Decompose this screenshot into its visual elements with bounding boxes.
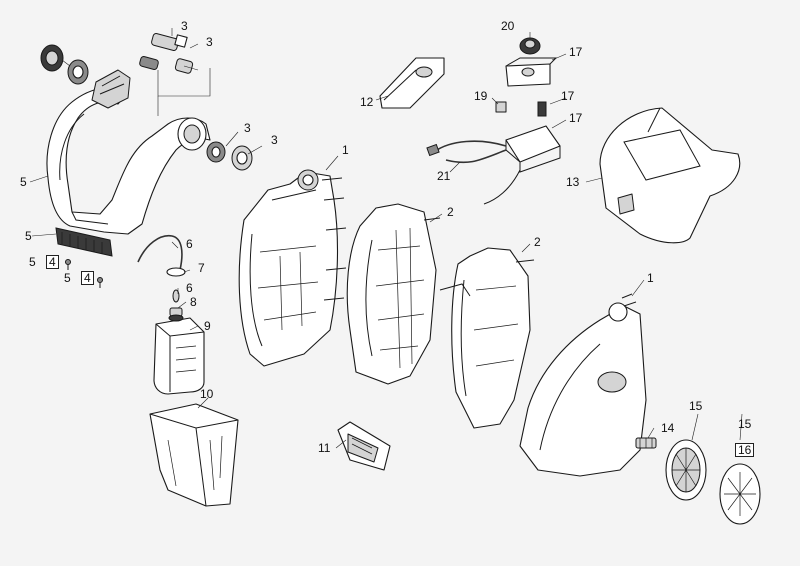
- leader-lines: [29, 28, 743, 449]
- callout-10: 10: [200, 387, 214, 401]
- callout-19: 19: [474, 89, 488, 103]
- suction-hose: [137, 235, 183, 271]
- callout-17: 17: [569, 45, 583, 59]
- callout-4-boxed: 4: [46, 255, 59, 269]
- callout-1: 1: [342, 143, 349, 157]
- switch-knob: [519, 37, 541, 55]
- callout-12: 12: [360, 95, 374, 109]
- nuts-right: [206, 141, 253, 171]
- frame-right: [519, 293, 647, 477]
- detergent-tank: [153, 314, 205, 395]
- knob-upper-left: [40, 44, 89, 85]
- control-panel: [337, 421, 391, 471]
- frame-center-a: [346, 203, 441, 385]
- wheel-axle: [635, 437, 657, 449]
- callout-6: 6: [186, 281, 193, 295]
- callout-7: 7: [198, 261, 205, 275]
- callout-1: 1: [647, 271, 654, 285]
- bucket-holder: [149, 403, 239, 507]
- callout-9: 9: [204, 319, 211, 333]
- grip-insert: [55, 227, 113, 257]
- filter-parts: [166, 267, 186, 317]
- hubcap: [719, 463, 761, 525]
- callout-2: 2: [447, 205, 454, 219]
- switch-small: [495, 101, 547, 117]
- callout-21: 21: [437, 169, 451, 183]
- callout-20: 20: [501, 19, 515, 33]
- callout-5: 5: [20, 175, 27, 189]
- callout-15: 15: [689, 399, 703, 413]
- power-cable: [426, 140, 521, 205]
- callout-8: 8: [190, 295, 197, 309]
- top-cover: [599, 107, 741, 244]
- callout-15: 15: [738, 417, 752, 431]
- callout-3: 3: [206, 35, 213, 49]
- callout-2: 2: [534, 235, 541, 249]
- plug-base: [379, 57, 445, 109]
- switch-housing: [505, 57, 558, 87]
- callout-3: 3: [271, 133, 278, 147]
- callout-17: 17: [569, 111, 583, 125]
- callout-14: 14: [661, 421, 675, 435]
- hose-fittings: [139, 33, 211, 116]
- callout-5: 5: [25, 229, 32, 243]
- callout-5: 5: [29, 255, 36, 269]
- wheel: [665, 439, 707, 501]
- callout-3: 3: [181, 19, 188, 33]
- frame-center-b: [439, 247, 535, 429]
- screws-small: [65, 259, 103, 288]
- terminal-box: [505, 125, 561, 173]
- callout-6: 6: [186, 237, 193, 251]
- frame-left: [238, 169, 347, 367]
- callout-3: 3: [244, 121, 251, 135]
- callout-16-boxed: 16: [735, 443, 755, 457]
- handle-part: [46, 69, 211, 235]
- callout-5: 5: [64, 271, 71, 285]
- callout-17: 17: [561, 89, 575, 103]
- callout-4-boxed: 4: [81, 271, 94, 285]
- callout-13: 13: [566, 175, 580, 189]
- callout-11: 11: [318, 441, 331, 455]
